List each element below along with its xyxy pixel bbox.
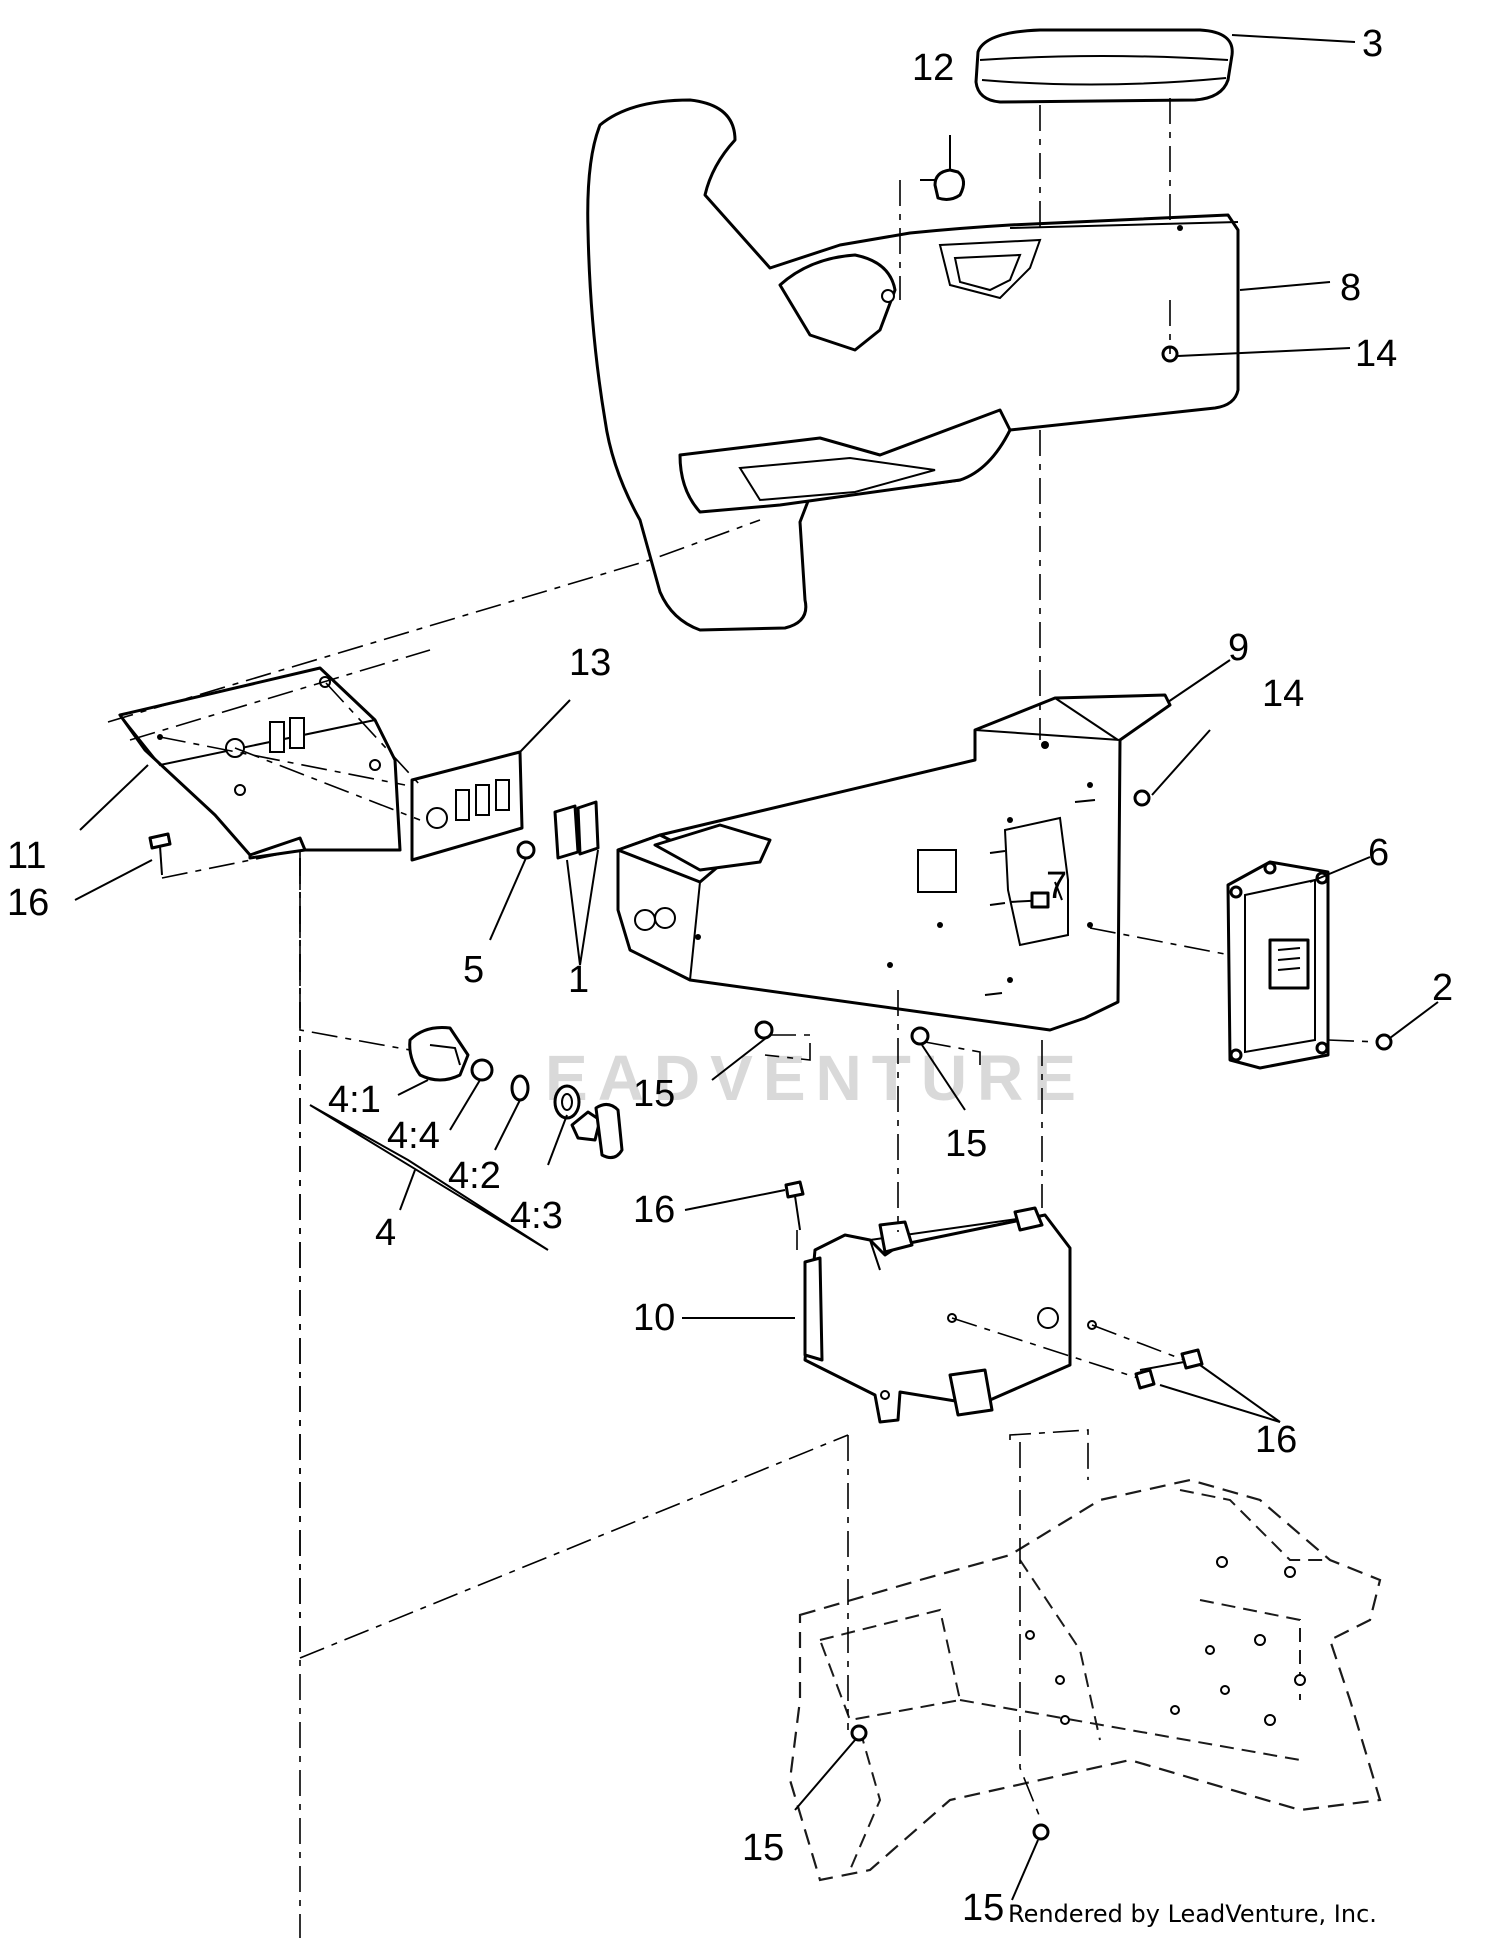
nut-15-right: [910, 1026, 930, 1046]
callout-15-a: 15: [633, 1073, 675, 1115]
console-cover: [586, 98, 1240, 632]
callout-14-top: 14: [1355, 333, 1397, 375]
callout-labels: 3 12 8 14 9 14 6 7 2 13 11 16 5 1 15 15 …: [7, 23, 1453, 1929]
callout-3: 3: [1362, 23, 1383, 65]
watermark-text: EADVENTURE: [545, 1042, 1086, 1114]
callout-8: 8: [1340, 267, 1361, 309]
nut-14-side: [1133, 789, 1151, 807]
callout-10: 10: [633, 1297, 675, 1339]
nut-15-frame-right: [1032, 1823, 1050, 1841]
nut-2: [1375, 1033, 1393, 1051]
ignition-switch-assembly: [408, 1026, 624, 1160]
callout-11: 11: [7, 835, 46, 877]
bolt-16b: [784, 1180, 805, 1231]
armrest-pad: [974, 28, 1234, 104]
callout-6: 6: [1368, 832, 1389, 874]
callout-4-3: 4:3: [510, 1195, 563, 1237]
console-frame: [616, 693, 1172, 1032]
callout-4-1: 4:1: [328, 1079, 381, 1121]
leader-lines: [74, 34, 1439, 1901]
callout-7: 7: [1046, 865, 1067, 907]
callout-15-b: 15: [945, 1123, 987, 1165]
callout-5: 5: [463, 949, 484, 991]
nut-15-left: [754, 1020, 774, 1040]
callout-4-2: 4:2: [448, 1155, 501, 1197]
callout-2: 2: [1432, 967, 1453, 1009]
bolt-16a: [148, 832, 172, 876]
callout-1: 1: [568, 959, 589, 1001]
assembly-lines: [107, 98, 1379, 1938]
push-rivet-12: [920, 168, 965, 201]
credit-text: Rendered by LeadVenture, Inc.: [1008, 1900, 1377, 1928]
callout-9: 9: [1228, 627, 1249, 669]
callout-16-right: 16: [1255, 1419, 1297, 1461]
callout-13: 13: [569, 642, 611, 684]
controller-module: [1226, 860, 1330, 1070]
nut-15-frame-left: [850, 1724, 868, 1742]
switch-plate: [410, 750, 524, 862]
callout-4-4: 4:4: [387, 1115, 440, 1157]
callout-14-side: 14: [1262, 673, 1304, 715]
callout-15-d: 15: [962, 1887, 1004, 1929]
chassis-frame: [788, 1478, 1382, 1882]
callout-4: 4: [375, 1212, 396, 1254]
callout-12: 12: [912, 47, 954, 89]
callout-15-c: 15: [742, 1827, 784, 1869]
callout-16-left: 16: [7, 882, 49, 924]
rocker-switches: [553, 800, 600, 860]
callout-16-mid: 16: [633, 1189, 675, 1231]
bolts-16c: [1134, 1348, 1204, 1390]
switch-bracket: [118, 666, 402, 860]
fastener-5: [516, 840, 536, 860]
mounting-bracket: [803, 1206, 1097, 1424]
